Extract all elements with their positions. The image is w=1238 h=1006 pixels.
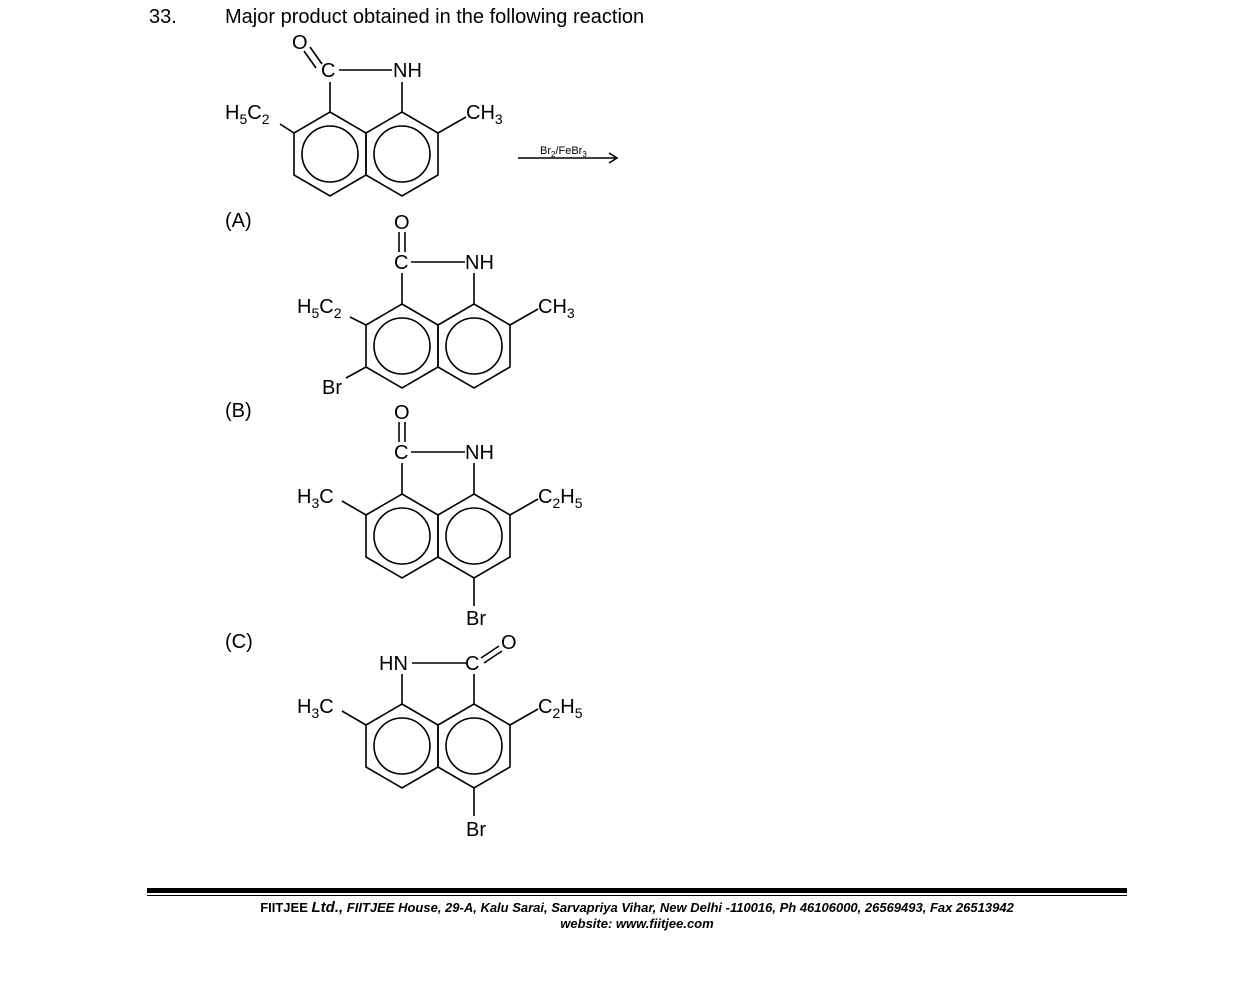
option-a-nh: NH (465, 252, 494, 274)
reaction-arrow (518, 152, 619, 164)
option-c-structure (341, 645, 539, 816)
reactant-oxygen: O (292, 32, 308, 54)
reactant-structure (279, 46, 467, 197)
option-b-bromine: Br (466, 608, 486, 630)
option-b-methyl-group: H3C (297, 486, 334, 511)
option-a-ethyl-group: H5C2 (297, 296, 342, 321)
option-c-hn: HN (379, 653, 408, 675)
option-c-ethyl-group: C2H5 (538, 696, 583, 721)
option-c-methyl-group: H3C (297, 696, 334, 721)
option-c-bromine: Br (466, 819, 486, 841)
option-a-methyl-group: CH3 (538, 296, 575, 321)
option-a-structure (345, 232, 539, 389)
option-c-carbonyl-carbon: C (465, 653, 479, 675)
footer-address: FIITJEE House, 29-A, Kalu Sarai, Sarvapr… (346, 900, 1014, 915)
reactant-nh: NH (393, 60, 422, 82)
footer-address-line: FIITJEE Ltd., FIITJEE House, 29-A, Kalu … (147, 900, 1127, 916)
footer-rule-thick (147, 888, 1127, 893)
option-a-label: (A) (225, 210, 252, 232)
question-text: Major product obtained in the following … (225, 6, 645, 28)
option-a-bromine: Br (322, 377, 342, 399)
reagent-label: Br2/FeBr3 (540, 145, 587, 159)
option-c-label: (C) (225, 631, 253, 653)
reactant-ethyl-group: H5C2 (225, 102, 270, 127)
footer-ltd: Ltd., (311, 899, 344, 916)
option-b-oxygen: O (394, 402, 410, 424)
question-number: 33. (149, 6, 177, 28)
option-c-oxygen: O (501, 632, 517, 654)
option-b-nh: NH (465, 442, 494, 464)
footer: FIITJEE Ltd., FIITJEE House, 29-A, Kalu … (147, 900, 1127, 932)
reactant-carbonyl-carbon: C (321, 60, 335, 82)
option-b-label: (B) (225, 400, 252, 422)
footer-company: FIITJEE (260, 900, 308, 915)
option-b-ethyl-group: C2H5 (538, 486, 583, 511)
reactant-methyl-group: CH3 (466, 102, 503, 127)
option-a-oxygen: O (394, 212, 410, 234)
chemical-structures: O C NH H5C2 CH3 Br2/FeBr3 O C NH H5C2 CH… (225, 32, 619, 841)
footer-rule-thin (147, 895, 1127, 896)
option-a-carbonyl-carbon: C (394, 252, 408, 274)
option-b-carbonyl-carbon: C (394, 442, 408, 464)
footer-website: website: www.fiitjee.com (560, 916, 714, 931)
option-b-structure (341, 422, 539, 606)
